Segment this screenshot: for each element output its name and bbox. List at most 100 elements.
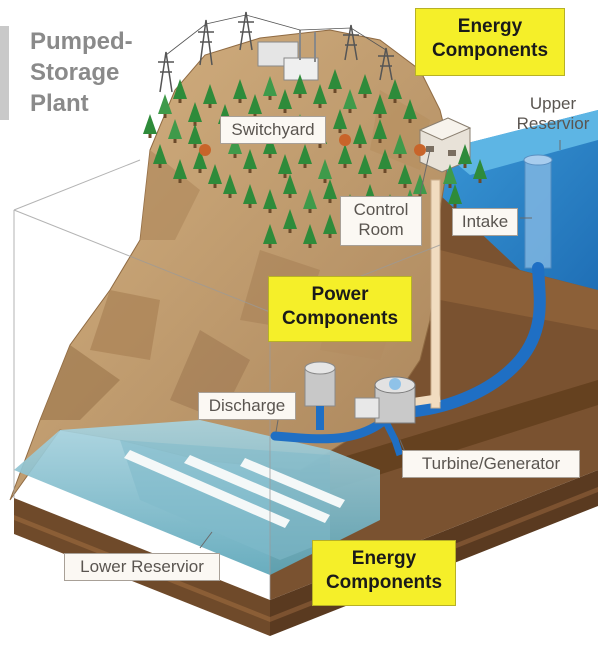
tree bbox=[193, 149, 207, 169]
tree bbox=[473, 159, 487, 179]
tree-trunk bbox=[408, 119, 412, 123]
tree-trunk bbox=[393, 99, 397, 103]
tree bbox=[278, 154, 292, 174]
tree-trunk bbox=[208, 104, 212, 108]
tree bbox=[228, 134, 242, 154]
tree-trunk bbox=[298, 94, 302, 98]
tree bbox=[328, 69, 342, 89]
tree-trunk bbox=[328, 234, 332, 238]
tree-trunk bbox=[448, 184, 452, 188]
tree-trunk bbox=[303, 164, 307, 168]
tree bbox=[378, 149, 392, 169]
tree-trunk bbox=[378, 139, 382, 143]
tree-trunk bbox=[288, 194, 292, 198]
tree bbox=[358, 74, 372, 94]
tree bbox=[413, 174, 427, 194]
tree-trunk bbox=[363, 94, 367, 98]
intake-tower bbox=[524, 157, 552, 269]
tree-trunk bbox=[363, 174, 367, 178]
tree-trunk bbox=[348, 109, 352, 113]
tree bbox=[173, 159, 187, 179]
autumn-tree bbox=[414, 144, 426, 156]
tree bbox=[448, 184, 462, 204]
tree-trunk bbox=[323, 179, 327, 183]
tree-trunk bbox=[268, 96, 272, 100]
tree bbox=[343, 89, 357, 109]
tree-trunk bbox=[268, 209, 272, 213]
energy-top-line-1: Energy bbox=[457, 16, 523, 37]
tree bbox=[358, 154, 372, 174]
upper-reservoir-label: Upper Reservior bbox=[510, 94, 596, 134]
tree bbox=[263, 189, 277, 209]
tree-trunk bbox=[233, 154, 237, 158]
energy-bottom-line-1: Energy bbox=[351, 548, 417, 569]
tree bbox=[458, 144, 472, 164]
tree-trunk bbox=[193, 144, 197, 148]
tree bbox=[298, 144, 312, 164]
tree bbox=[333, 109, 347, 129]
tree bbox=[353, 124, 367, 144]
tree-trunk bbox=[283, 174, 287, 178]
tree-trunk bbox=[403, 184, 407, 188]
energy-components-bottom-box: Energy Components bbox=[312, 540, 456, 606]
tree-trunk bbox=[453, 204, 457, 208]
tree-trunk bbox=[398, 154, 402, 158]
tree bbox=[263, 224, 277, 244]
tree bbox=[208, 164, 222, 184]
control-room-label: Control Room bbox=[340, 196, 422, 246]
tree-trunk bbox=[268, 154, 272, 158]
tree bbox=[373, 94, 387, 114]
tree-trunk bbox=[308, 209, 312, 213]
power-components-box: Power Components bbox=[268, 276, 412, 342]
tree bbox=[338, 144, 352, 164]
soil-layer-light bbox=[440, 250, 598, 330]
tree-trunk bbox=[333, 89, 337, 93]
tree bbox=[278, 89, 292, 109]
tree-trunk bbox=[248, 204, 252, 208]
control-room-line-2: Room bbox=[358, 220, 404, 239]
tree bbox=[393, 134, 407, 154]
tree bbox=[223, 174, 237, 194]
tree bbox=[323, 214, 337, 234]
tree bbox=[173, 79, 187, 99]
tree bbox=[313, 84, 327, 104]
tree-trunk bbox=[328, 199, 332, 203]
tree-trunk bbox=[148, 134, 152, 138]
transmission-towers bbox=[158, 11, 394, 93]
tree-trunk bbox=[478, 179, 482, 183]
lower-reservoir-label: Lower Reservior bbox=[64, 553, 220, 581]
title-accent-bar bbox=[0, 26, 9, 120]
tree-trunk bbox=[338, 129, 342, 133]
autumn-tree bbox=[339, 134, 351, 146]
energy-components-top-box: Energy Components bbox=[415, 8, 565, 76]
upper-reservoir-line-2: Reservior bbox=[516, 114, 590, 133]
tree bbox=[398, 164, 412, 184]
tree-trunk bbox=[318, 144, 322, 148]
tree-trunk bbox=[268, 244, 272, 248]
energy-bottom-line-2: Components bbox=[325, 572, 443, 593]
tree bbox=[403, 99, 417, 119]
switchyard-structure bbox=[257, 30, 319, 81]
tree bbox=[283, 174, 297, 194]
tree-trunk bbox=[358, 144, 362, 148]
tree-trunk bbox=[343, 164, 347, 168]
tree bbox=[243, 149, 257, 169]
tree bbox=[303, 224, 317, 244]
page-title: Pumped- Storage Plant bbox=[30, 26, 170, 119]
tree-trunk bbox=[383, 169, 387, 173]
tree-trunk bbox=[228, 194, 232, 198]
tree-trunk bbox=[173, 139, 177, 143]
tree bbox=[388, 79, 402, 99]
tree-trunk bbox=[238, 99, 242, 103]
upper-reservoir-line-1: Upper bbox=[529, 94, 577, 113]
tree-trunk bbox=[288, 229, 292, 233]
tree bbox=[158, 94, 172, 114]
tree bbox=[243, 184, 257, 204]
turbine-generator-label: Turbine/Generator bbox=[402, 450, 580, 478]
tree-trunk bbox=[198, 169, 202, 173]
tree bbox=[263, 76, 277, 96]
tree bbox=[143, 114, 157, 134]
tree bbox=[303, 189, 317, 209]
tree bbox=[373, 119, 387, 139]
